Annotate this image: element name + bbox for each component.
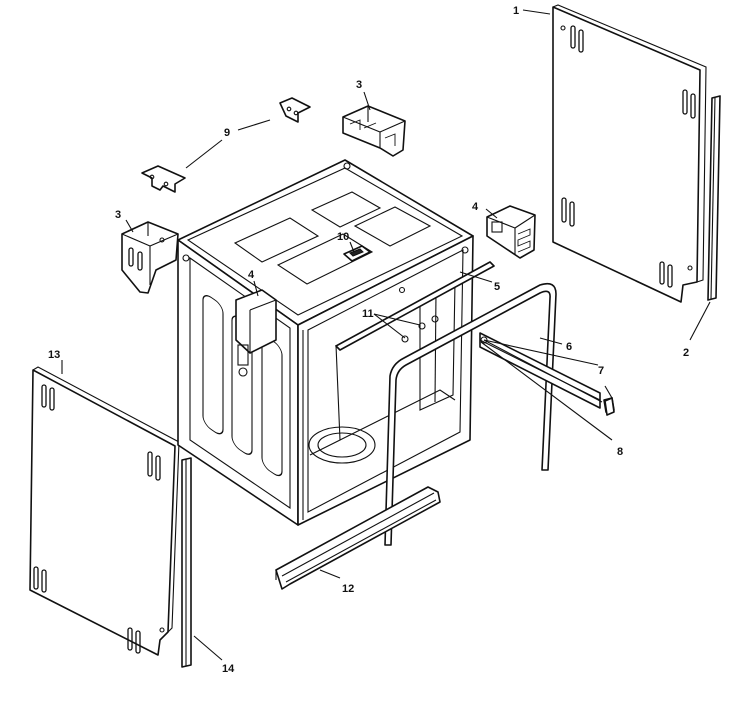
top-rail (335, 261, 495, 351)
right-side-panel (552, 4, 707, 303)
callout-10: 10 (337, 231, 349, 243)
callout-11: 11 (362, 308, 374, 320)
callout-14: 14 (222, 663, 235, 675)
callout-4-tub: 4 (248, 269, 255, 281)
callout-9: 9 (224, 127, 230, 139)
callout-1: 1 (513, 5, 519, 17)
tub-side-bracket (235, 289, 277, 377)
callout-3-top: 3 (356, 79, 362, 91)
callout-13: 13 (48, 349, 60, 361)
callout-8: 8 (617, 446, 623, 458)
callout-12: 12 (342, 583, 354, 595)
left-bracket (121, 221, 179, 294)
right-bracket (486, 205, 536, 259)
dishwasher-tub (177, 159, 474, 526)
callout-6: 6 (566, 341, 572, 353)
leader-lines (61, 9, 711, 661)
callout-5: 5 (494, 281, 500, 293)
end-clip (604, 397, 615, 416)
top-clip (343, 245, 371, 262)
screws (398, 286, 439, 343)
callout-3-left: 3 (115, 209, 121, 221)
left-side-panel (29, 366, 180, 656)
callout-7: 7 (598, 365, 604, 377)
callout-labels: 1 2 3 3 4 4 5 6 7 8 9 10 11 12 13 14 (48, 5, 689, 675)
top-right-bracket (342, 105, 406, 157)
callout-4-right: 4 (472, 201, 479, 213)
mounting-brackets (141, 97, 311, 193)
callout-2: 2 (683, 347, 689, 359)
left-trim-strip (181, 457, 192, 668)
door-gasket (384, 282, 557, 546)
right-trim-strip (707, 95, 721, 301)
kick-plate (275, 486, 441, 590)
